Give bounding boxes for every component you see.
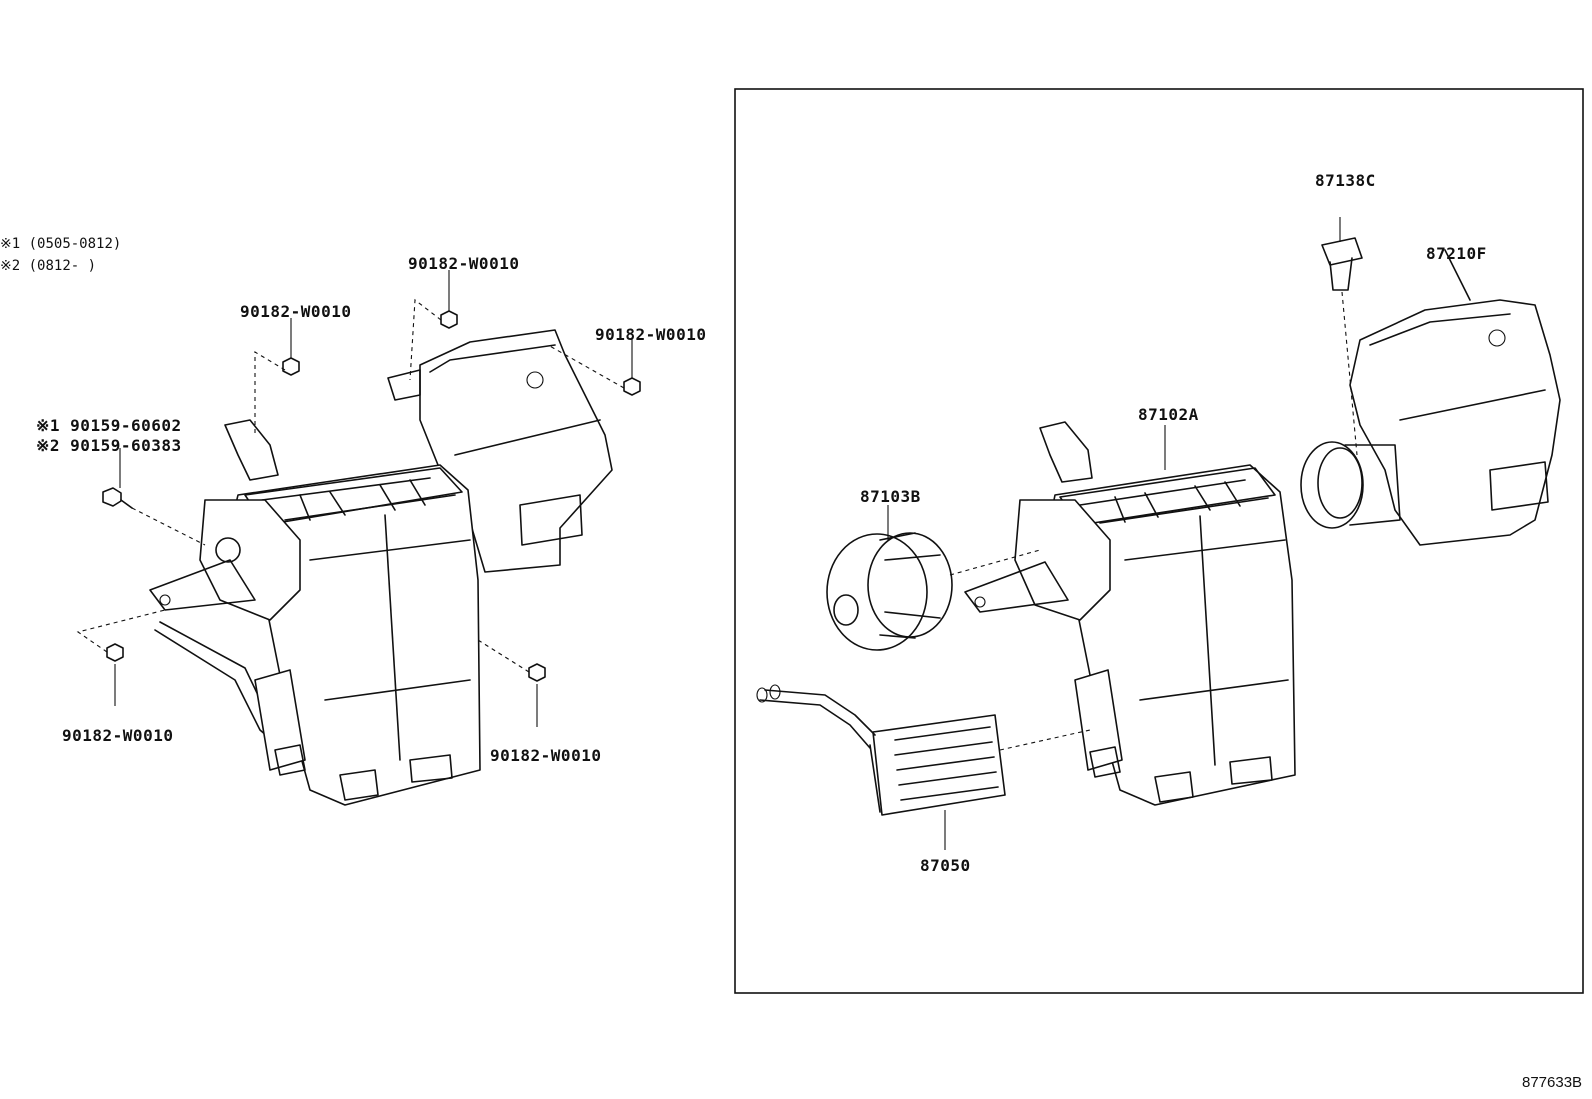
- part-label-blower-motor: 87103B: [860, 487, 921, 506]
- note-2-text: (0812- ): [28, 258, 97, 274]
- part-label-nut-top-left: 90182-W0010: [240, 302, 352, 321]
- part-label-nut-bottom-left: 90182-W0010: [62, 726, 174, 745]
- note-2: ※2 (0812- ): [0, 258, 96, 274]
- part-label-nut-bottom-right: 90182-W0010: [490, 746, 602, 765]
- part-label-screw-line2: ※2 90159-60383: [36, 436, 182, 455]
- note-1-text: (0505-0812): [28, 236, 122, 252]
- part-label-screw-line1: ※1 90159-60602: [36, 416, 182, 435]
- part-label-resistor: 87138C: [1315, 171, 1376, 190]
- detail-box-drawing: [756, 217, 1561, 850]
- detail-box-frame: [734, 88, 1584, 994]
- part-label-blower-case: 87210F: [1426, 244, 1487, 263]
- figure-number: 877633B: [1522, 1074, 1583, 1091]
- part-label-nut-top-right: 90182-W0010: [595, 325, 707, 344]
- note-1-mark: ※1: [0, 236, 21, 252]
- part-label-unit-case: 87102A: [1138, 405, 1199, 424]
- left-assembly-drawing: [76, 270, 641, 806]
- part-label-nut-top-middle: 90182-W0010: [408, 254, 520, 273]
- part-label-heater-core: 87050: [920, 856, 971, 875]
- note-1: ※1 (0505-0812): [0, 236, 121, 252]
- note-2-mark: ※2: [0, 258, 21, 274]
